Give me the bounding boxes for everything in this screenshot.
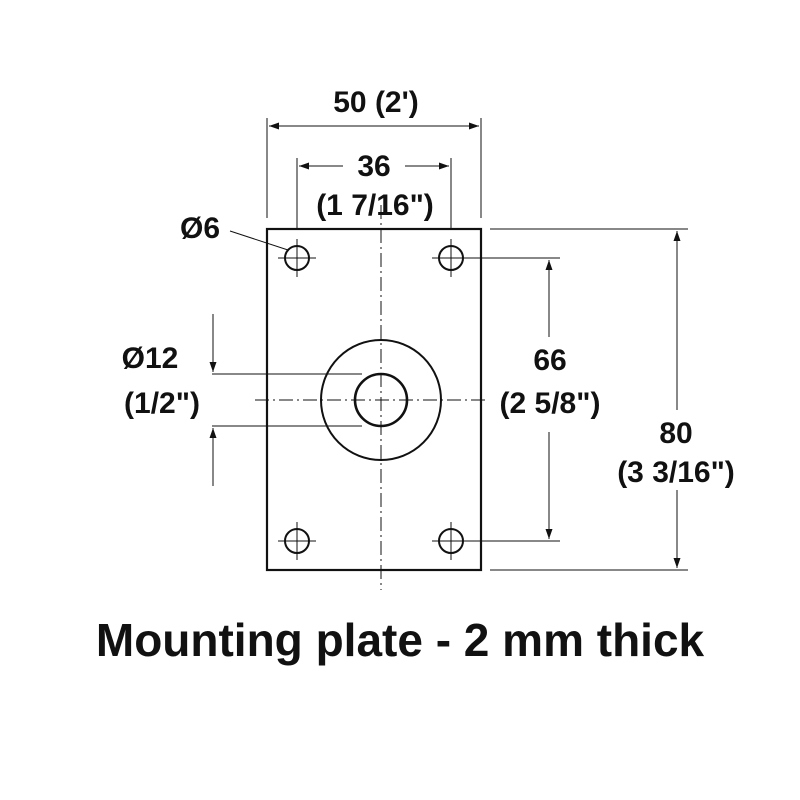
vertical-spacing-dimension	[465, 257, 560, 542]
overall-width-dimension	[266, 118, 482, 218]
overall-height-dimension	[490, 228, 688, 571]
hole-spacing-in-label: (1 7/16")	[316, 189, 434, 222]
center-hole-dimension	[209, 314, 362, 486]
overall-width-label: 50 (2')	[333, 86, 419, 119]
vertical-spacing-mm-label: 66	[533, 344, 566, 377]
overall-height-mm-label: 80	[659, 417, 692, 450]
drawing-caption: Mounting plate - 2 mm thick	[95, 614, 705, 666]
overall-height-in-label: (3 3/16")	[617, 456, 735, 489]
hole-spacing-mm-label: 36	[357, 150, 390, 183]
center-boss-outer	[320, 339, 442, 461]
center-hole-in-label: (1/2")	[124, 387, 200, 420]
vertical-spacing-in-label: (2 5/8")	[500, 387, 601, 420]
mounting-hole-top-right	[432, 239, 470, 277]
mounting-hole-bottom-left	[278, 522, 316, 560]
center-hole-mm-label: Ø12	[122, 342, 179, 375]
small-hole-leader	[229, 230, 289, 251]
mounting-hole-top-left	[278, 239, 316, 277]
hole-spacing-dimension	[296, 158, 452, 228]
small-hole-label: Ø6	[180, 212, 220, 245]
center-hole	[353, 372, 409, 428]
mounting-hole-bottom-right	[432, 522, 470, 560]
